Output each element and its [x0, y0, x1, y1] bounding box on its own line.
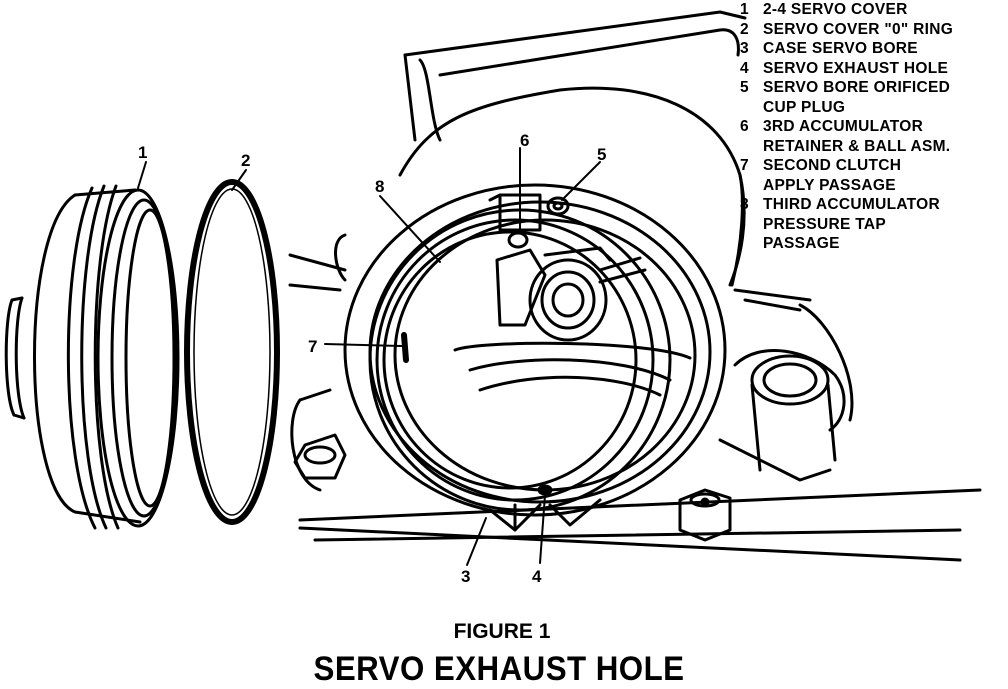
legend-item: 7 SECOND CLUTCH APPLY PASSAGE: [740, 156, 1002, 195]
legend-label: CASE SERVO BORE: [763, 40, 918, 57]
legend-label: 2-4 SERVO COVER: [763, 1, 908, 18]
callout-4: 4: [532, 567, 542, 586]
legend-label: 3RD ACCUMULATOR RETAINER & BALL ASM.: [763, 118, 951, 155]
legend-number: 8: [740, 196, 749, 213]
servo-cover-o-ring: [184, 179, 280, 525]
transmission-case: [288, 10, 982, 562]
legend-item: 6 3RD ACCUMULATOR RETAINER & BALL ASM.: [740, 117, 1002, 156]
callout-8: 8: [375, 177, 384, 196]
legend-number: 5: [740, 79, 749, 96]
legend-item: 8 THIRD ACCUMULATOR PRESSURE TAP PASSAGE: [740, 195, 1002, 254]
legend-label: SECOND CLUTCH APPLY PASSAGE: [763, 157, 902, 194]
legend-item: 4 SERVO EXHAUST HOLE: [740, 59, 1002, 79]
figure-label: FIGURE 1: [453, 620, 551, 643]
legend-label: THIRD ACCUMULATOR PRESSURE TAP PASSAGE: [763, 196, 941, 252]
figure-title: SERVO EXHAUST HOLE: [313, 650, 685, 688]
legend-number: 3: [740, 40, 749, 57]
pressure-tap-boss: [678, 349, 846, 542]
legend-number: 1: [740, 1, 749, 18]
legend-label: SERVO BORE ORIFICED CUP PLUG: [763, 79, 951, 116]
callout-1: 1: [138, 143, 147, 162]
exhaust-hole: [537, 484, 553, 496]
legend-label: SERVO COVER "0" RING: [763, 20, 954, 38]
parts-legend: 1 2-4 SERVO COVER 2 SERVO COVER "0" RING…: [740, 0, 1002, 254]
second-clutch-passage: [401, 332, 409, 363]
legend-item: 3 CASE SERVO BORE: [740, 39, 1002, 59]
accumulator-retainer: [488, 193, 647, 342]
legend-number: 7: [740, 157, 749, 174]
callout-7: 7: [308, 337, 317, 356]
legend-item: 5 SERVO BORE ORIFICED CUP PLUG: [740, 78, 1002, 117]
legend-number: 6: [740, 118, 749, 135]
servo-cover: [4, 184, 180, 530]
legend-item: 2 SERVO COVER "0" RING: [740, 20, 1002, 40]
leader-lines: [137, 147, 601, 566]
legend-item: 1 2-4 SERVO COVER: [740, 0, 1002, 20]
callout-5: 5: [597, 145, 606, 164]
callout-6: 6: [520, 131, 529, 150]
callout-2: 2: [241, 151, 250, 170]
legend-number: 4: [740, 59, 749, 77]
legend-label: SERVO EXHAUST HOLE: [763, 59, 949, 77]
callout-3: 3: [461, 567, 470, 586]
legend-number: 2: [740, 20, 749, 38]
